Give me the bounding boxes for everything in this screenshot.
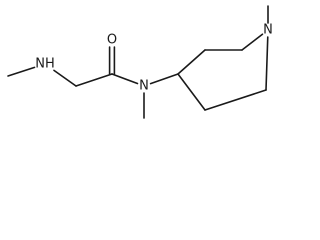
single-bond-line — [265, 36, 269, 91]
bond-layer — [7, 5, 269, 119]
atom-label-n: N — [139, 79, 149, 94]
atom-label-n: N — [263, 23, 273, 38]
chemical-structure: NH O N N — [7, 5, 273, 119]
single-bond-line — [53, 69, 77, 87]
single-bond-line — [111, 73, 139, 85]
single-bond-line — [75, 73, 113, 87]
single-bond-line — [241, 33, 264, 51]
single-bond-line — [177, 73, 206, 111]
atom-label-o: O — [107, 33, 117, 48]
atom-label-layer: NH O N N — [35, 23, 273, 94]
single-bond-line — [149, 73, 179, 85]
single-bond-line — [177, 49, 206, 75]
single-bond-line — [204, 89, 267, 111]
molecule-canvas: NH O N N — [0, 0, 284, 128]
single-bond-line — [7, 66, 36, 77]
atom-label-n: NH — [35, 57, 55, 72]
